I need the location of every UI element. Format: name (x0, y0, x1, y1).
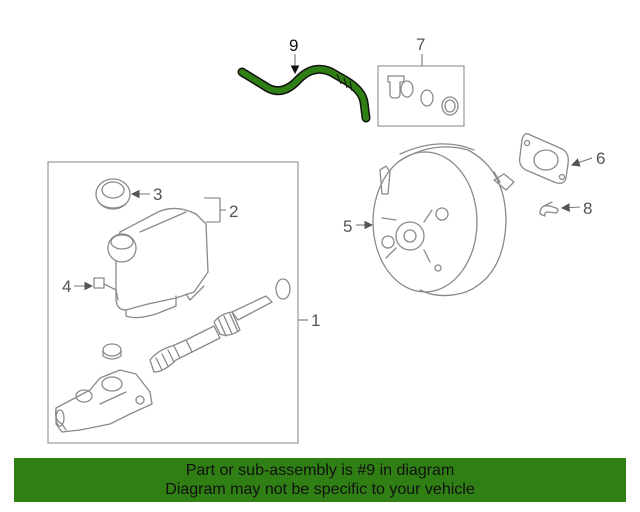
master-cylinder-assembly-box (47, 161, 299, 444)
check-valve-kit-part-7 (377, 65, 465, 127)
level-sensor-part-4 (93, 277, 119, 301)
callout-9-label: 9 (289, 36, 298, 55)
vacuum-hose-part-9[interactable] (237, 64, 371, 123)
callout-6-label: 6 (596, 149, 605, 168)
callout-2-label: 2 (229, 202, 238, 221)
reservoir-cap-part-3 (95, 178, 131, 210)
clip-part-8 (539, 201, 559, 217)
callout-4-label: 4 (62, 277, 71, 296)
callout-7-label: 7 (416, 35, 425, 54)
footer-banner: Part or sub-assembly is #9 in diagram Di… (14, 458, 626, 502)
callout-1-label: 1 (311, 311, 320, 330)
callout-2-leader (204, 197, 226, 223)
master-cylinder-body (54, 369, 153, 433)
callout-8-label: 8 (583, 199, 592, 218)
footer-line-1: Part or sub-assembly is #9 in diagram (185, 462, 455, 479)
callout-8-leader (560, 203, 581, 212)
footer-line-2: Diagram may not be specific to your vehi… (165, 481, 475, 498)
brake-booster-part-5 (372, 143, 515, 297)
piston-seal-kit (102, 278, 291, 373)
callout-3-label: 3 (153, 185, 162, 204)
callout-5-label: 5 (343, 217, 352, 236)
callout-6-leader (570, 157, 593, 167)
gasket-part-6 (518, 132, 569, 184)
reservoir-part-2 (107, 207, 209, 319)
